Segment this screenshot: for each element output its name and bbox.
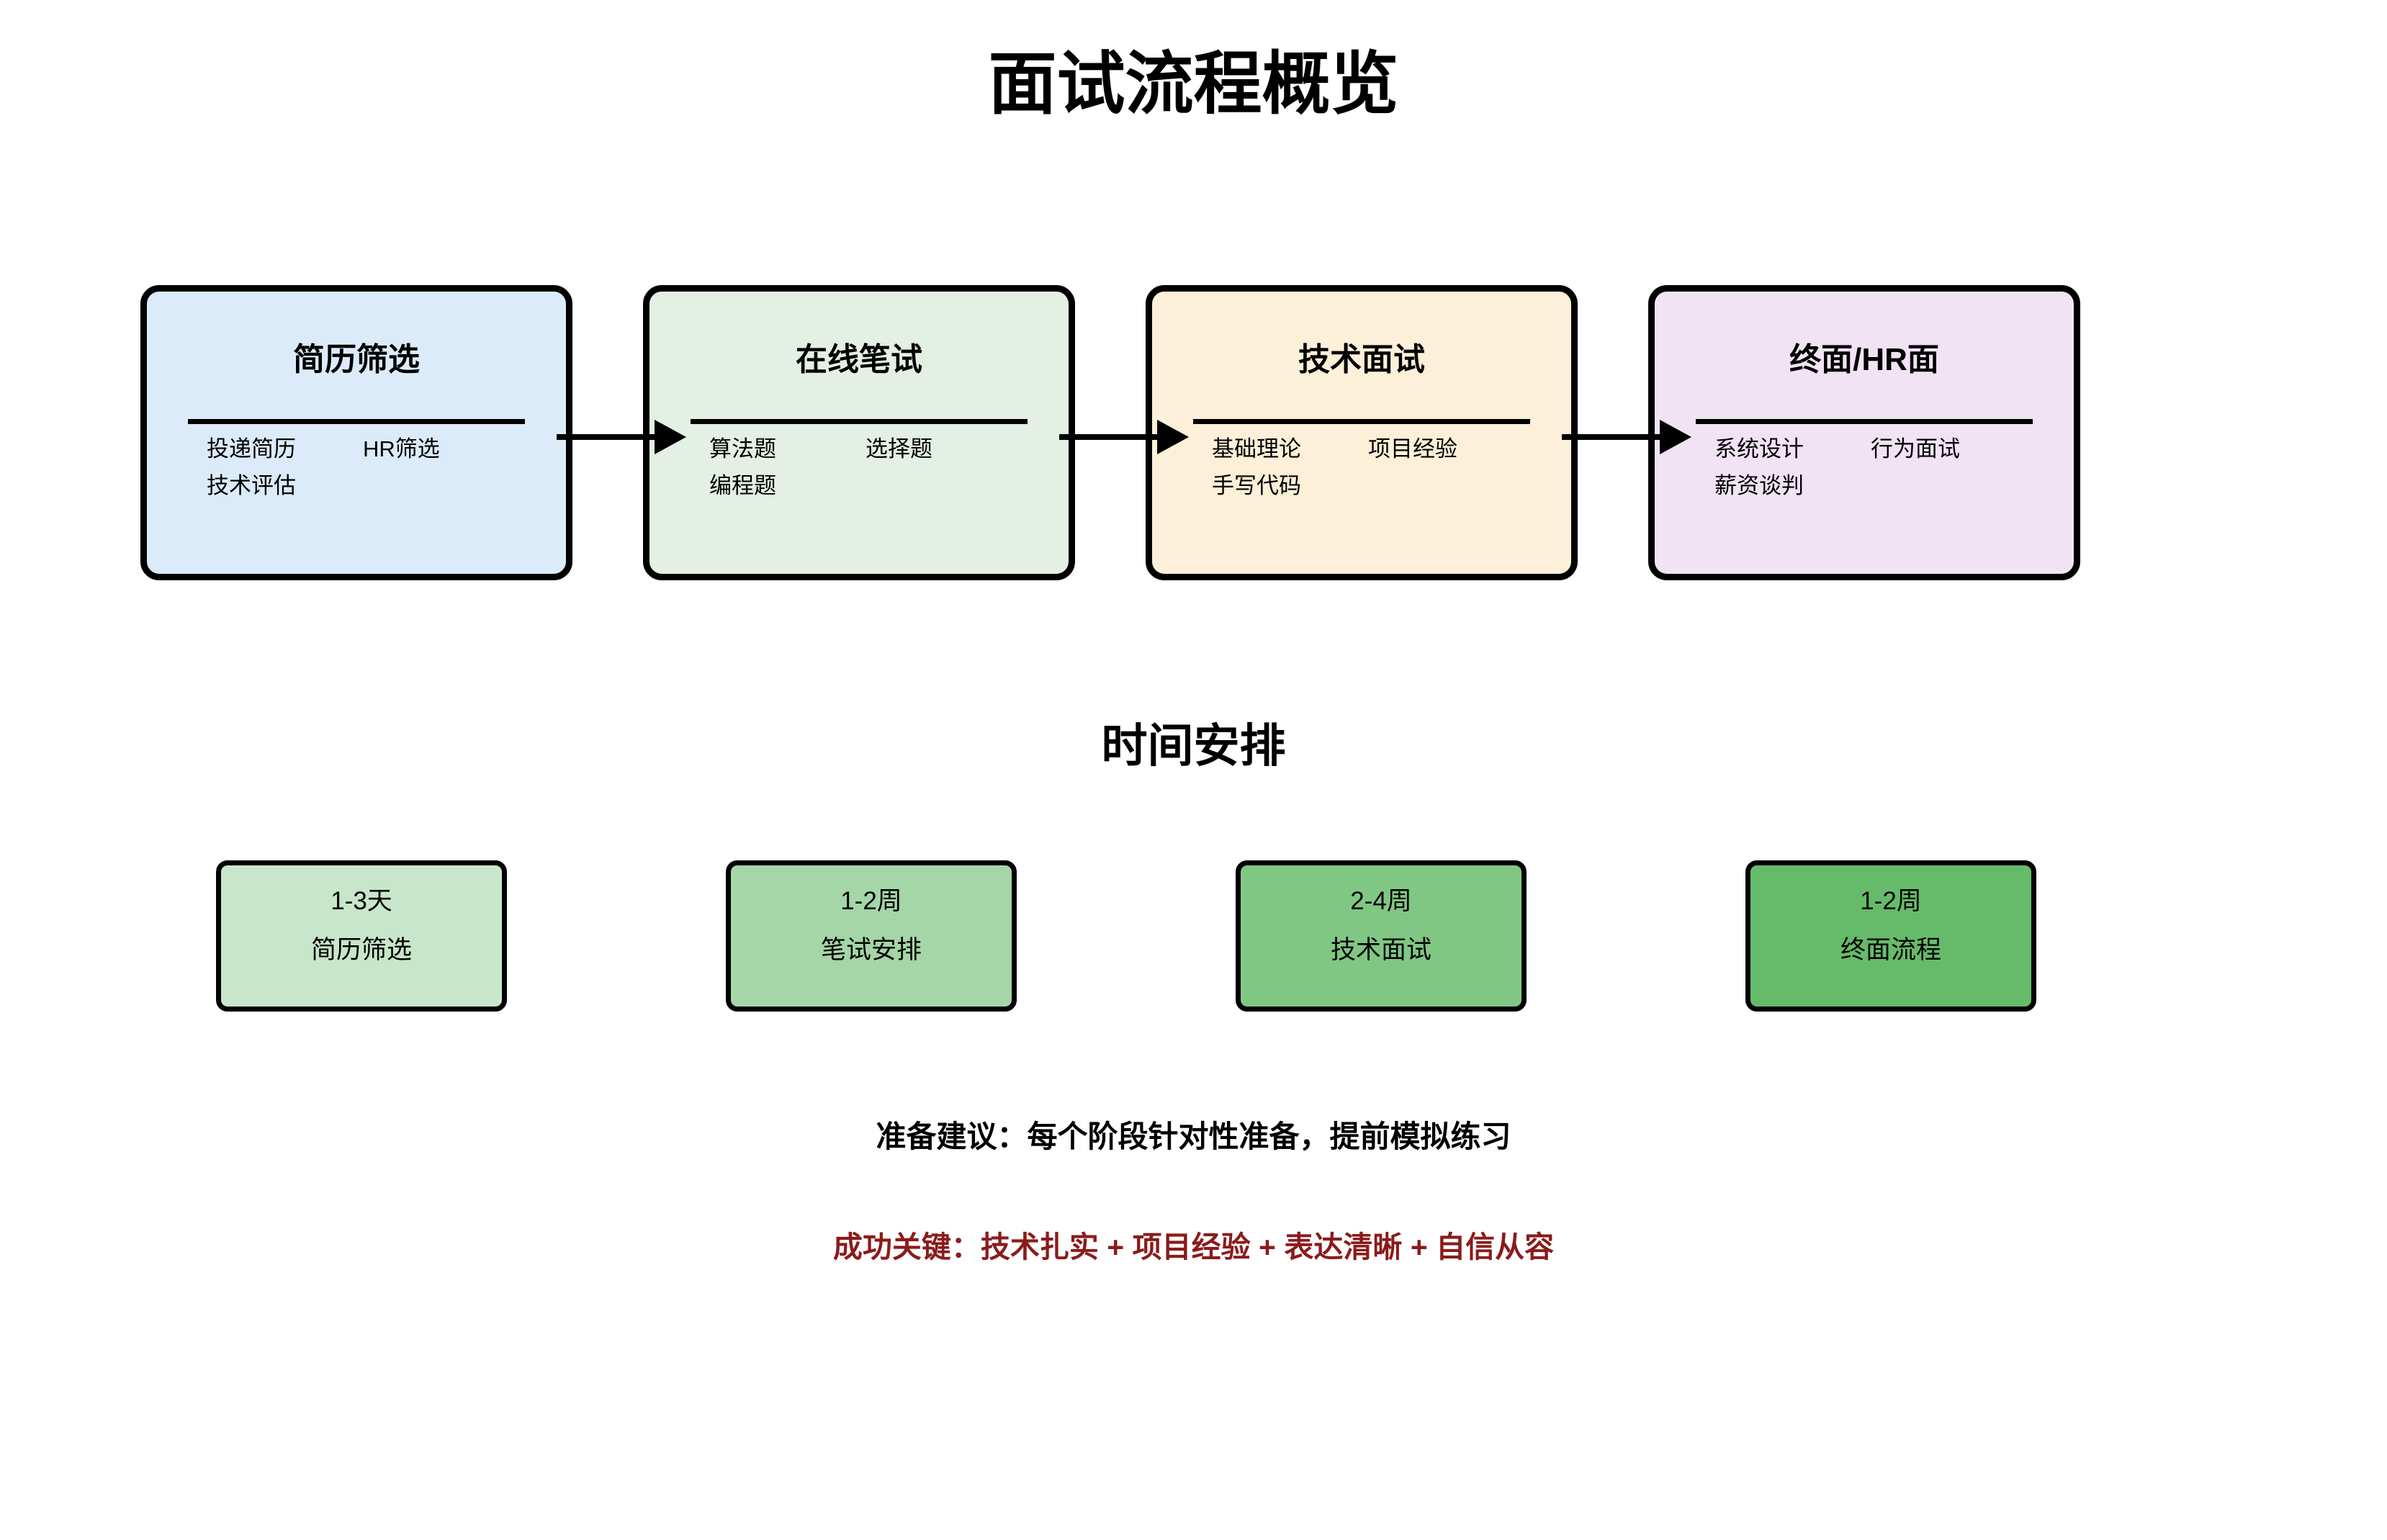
stage-title: 简历筛选 bbox=[293, 342, 420, 377]
stage-title: 在线笔试 bbox=[796, 342, 922, 377]
stage-item: 行为面试 bbox=[1871, 436, 1960, 461]
stage-item: 技术评估 bbox=[207, 473, 296, 498]
phase-box-written-test: 1-2周 笔试安排 bbox=[726, 860, 1017, 1012]
stage-item: 薪资谈判 bbox=[1714, 473, 1804, 498]
success-note: 成功关键：技术扎实 + 项目经验 + 表达清晰 + 自信从容 bbox=[832, 1230, 1555, 1264]
phase-duration: 1-2周 bbox=[840, 887, 902, 915]
preparation-note: 准备建议：每个阶段针对性准备，提前模拟练习 bbox=[876, 1120, 1511, 1153]
phase-label: 技术面试 bbox=[1330, 936, 1431, 964]
stage-item: HR筛选 bbox=[363, 436, 440, 461]
stage-divider bbox=[188, 419, 525, 424]
stage-item: 系统设计 bbox=[1714, 436, 1804, 461]
phase-box-resume-screening: 1-3天 简历筛选 bbox=[216, 860, 507, 1012]
phase-duration: 1-2周 bbox=[1860, 887, 1922, 915]
phase-label: 笔试安排 bbox=[820, 936, 922, 964]
page-title: 面试流程概览 bbox=[988, 46, 1399, 122]
stage-item: 基础理论 bbox=[1212, 436, 1301, 461]
stage-divider bbox=[691, 419, 1028, 424]
phase-label: 简历筛选 bbox=[310, 936, 412, 964]
phase-duration: 2-4周 bbox=[1350, 887, 1412, 915]
stage-box-final-hr-interview: 终面/HR面 系统设计 行为面试 薪资谈判 bbox=[1648, 285, 2080, 580]
stage-title: 技术面试 bbox=[1298, 342, 1425, 377]
stage-box-resume-screening: 简历筛选 投递简历 HR筛选 技术评估 bbox=[140, 285, 572, 580]
stage-divider bbox=[1696, 419, 2033, 424]
stage-item: 选择题 bbox=[866, 436, 932, 461]
stage-box-online-test: 在线笔试 算法题 选择题 编程题 bbox=[643, 285, 1075, 580]
stage-item: 手写代码 bbox=[1212, 473, 1301, 498]
timeline-heading: 时间安排 bbox=[1101, 720, 1286, 772]
stage-divider bbox=[1193, 419, 1530, 424]
stage-item: 编程题 bbox=[709, 473, 776, 498]
stage-item: 项目经验 bbox=[1368, 436, 1457, 461]
stage-item: 投递简历 bbox=[207, 436, 296, 461]
phase-box-technical-interview: 2-4周 技术面试 bbox=[1236, 860, 1527, 1012]
stage-title: 终面/HR面 bbox=[1789, 342, 1939, 377]
phase-box-final-round: 1-2周 终面流程 bbox=[1745, 860, 2036, 1012]
phase-duration: 1-3天 bbox=[331, 887, 392, 915]
stage-item: 算法题 bbox=[709, 436, 776, 461]
stage-box-technical-interview: 技术面试 基础理论 项目经验 手写代码 bbox=[1146, 285, 1578, 580]
phase-label: 终面流程 bbox=[1840, 936, 1941, 964]
